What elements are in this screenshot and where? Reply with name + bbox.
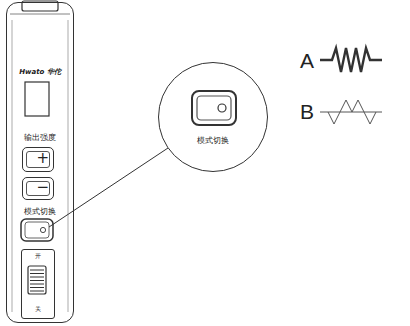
- mode-button-dot: [40, 227, 45, 232]
- ridge: [30, 270, 44, 271]
- mode-button: [21, 219, 53, 241]
- mode-button-zoom: [159, 63, 267, 171]
- label-text: 模式切换: [7, 208, 73, 217]
- mode-button-inner: [25, 222, 49, 238]
- waveform-a: [320, 48, 382, 72]
- label-text: 输出强度: [7, 134, 73, 143]
- body-edge: [12, 20, 13, 312]
- minus-button: −: [22, 177, 54, 200]
- ridge: [30, 273, 44, 274]
- ridge: [30, 291, 44, 292]
- slider-ridges: [30, 270, 44, 291]
- slider-knob: [28, 266, 46, 294]
- mode-letter: B: [300, 101, 314, 122]
- plus-button: +: [22, 147, 54, 172]
- ridge: [30, 284, 44, 285]
- label-text: 开: [22, 253, 54, 260]
- label-text: +: [36, 150, 49, 167]
- device-body: Hwato 华佗输出强度模式切换+−开关: [6, 2, 74, 323]
- label-text: −: [36, 179, 49, 196]
- leader-line: [49, 148, 168, 227]
- label-text: 关: [22, 306, 54, 313]
- ridge: [30, 277, 44, 278]
- ridge: [30, 280, 44, 281]
- callout-circle: 模式切换: [158, 62, 268, 172]
- body-edge: [68, 20, 69, 312]
- display-window: [25, 82, 49, 116]
- mode-letter: A: [300, 50, 314, 71]
- power-switch: 开关: [21, 249, 55, 319]
- body-seam: [10, 14, 70, 15]
- ridge: [30, 287, 44, 288]
- label-text: 模式切换: [159, 137, 267, 146]
- waveform-b: [320, 100, 382, 124]
- label-text: Hwato 华佗: [7, 69, 73, 77]
